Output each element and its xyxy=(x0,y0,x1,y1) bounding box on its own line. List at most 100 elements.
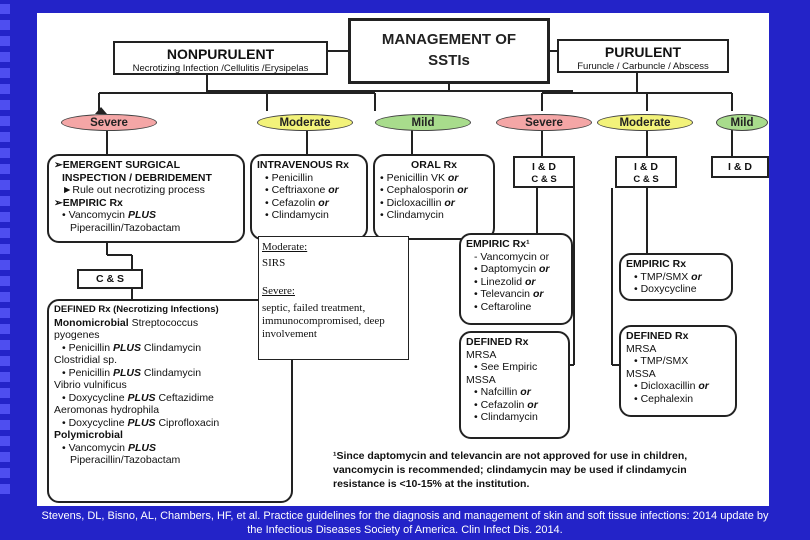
np-mod-head: INTRAVENOUS Rx xyxy=(257,159,349,171)
footnote-l2: vancomycin is recommended; clindamycin m… xyxy=(333,464,687,476)
def-np-p4b: PLUS xyxy=(127,416,156,429)
nonpurulent-subtitle: Necrotizing Infection /Cellulitis /Erysi… xyxy=(132,63,309,74)
def-mod-mssa: MSSA xyxy=(626,367,656,380)
def-p-m1: • See Empiric xyxy=(474,361,538,373)
p-moderate-id-box: I & D C & S xyxy=(615,156,677,188)
np-severe-l3: ►Rule out necrotizing process xyxy=(62,184,205,196)
def-np-p1b: PLUS xyxy=(112,341,141,354)
def-mod-head: DEFINED Rx xyxy=(626,330,689,342)
np-mod-i2b: or xyxy=(328,184,339,196)
np-mild-i1a: • Penicillin VK xyxy=(380,171,448,184)
np-cs-box: C & S xyxy=(77,269,143,289)
footnote-l1: ¹Since daptomycin and televancin are not… xyxy=(333,450,688,462)
np-mod-i3b: or xyxy=(318,196,329,209)
np-severe-l5b: PLUS xyxy=(127,209,156,221)
emp-p-i2a: • Daptomycin xyxy=(474,263,539,275)
footnote: ¹Since daptomycin and televancin are not… xyxy=(333,449,765,491)
def-np-p2a: • Penicillin xyxy=(62,366,113,379)
citation: Stevens, DL, Bisno, AL, Chambers, HF, et… xyxy=(0,509,810,537)
emp-mod-i1b: or xyxy=(691,270,702,283)
diagram-panel: MANAGEMENT OF SSTIs NONPURULENT Necrotiz… xyxy=(37,13,769,506)
np-mild-i3a: • Dicloxacillin xyxy=(380,196,445,209)
np-mild-i3b: or xyxy=(444,196,455,209)
purulent-subtitle: Furuncle / Carbuncle / Abscess xyxy=(577,61,709,72)
citation-l1: Stevens, DL, Bisno, AL, Chambers, HF, et… xyxy=(41,510,769,522)
emp-p-i4a: • Televancin xyxy=(474,288,533,300)
p-mild-id: I & D xyxy=(728,161,752,173)
def-np-clos: Clostridial sp. xyxy=(54,354,118,366)
nonpurulent-header: NONPURULENT Necrotizing Infection /Cellu… xyxy=(113,41,328,75)
def-np-p2b: PLUS xyxy=(112,366,141,379)
emp-p-i3a: • Linezolid xyxy=(474,275,525,288)
empiric-p-box: EMPIRIC Rx¹ - Vancomycin or • Daptomycin… xyxy=(459,233,573,325)
def-np-p5b: PLUS xyxy=(127,441,156,454)
np-severe-box: ➢EMERGENT SURGICAL INSPECTION / DEBRIDEM… xyxy=(47,154,245,243)
def-mod-s1a: • Dicloxacillin xyxy=(634,380,699,392)
np-mild-i4: • Clindamycin xyxy=(380,209,444,221)
defined-np-box: DEFINED Rx (Necrotizing Infections) Mono… xyxy=(47,299,293,503)
def-np-p3b: PLUS xyxy=(127,391,156,404)
emp-p-i2b: or xyxy=(538,263,550,275)
np-mild-i2b: or xyxy=(457,184,468,196)
p-moderate-cs: C & S xyxy=(633,173,659,185)
def-np-pyo: pyogenes xyxy=(54,329,100,341)
def-p-s1a: • Nafcillin xyxy=(474,386,521,398)
title-line1: MANAGEMENT OF xyxy=(381,31,517,48)
empiric-mod-box: EMPIRIC Rx • TMP/SMX or • Doxycycline xyxy=(619,253,733,301)
citation-l2: the Infectious Diseases Society of Ameri… xyxy=(247,524,563,536)
np-mod-i4: • Clindamycin xyxy=(265,209,329,221)
np-moderate-oval: Moderate xyxy=(257,114,353,131)
np-severe-l2: INSPECTION / DEBRIDEMENT xyxy=(62,171,212,184)
def-np-strep: Streptococcus xyxy=(128,316,199,329)
p-moderate-id: I & D xyxy=(634,161,658,173)
title-box: MANAGEMENT OF SSTIs xyxy=(348,18,550,84)
p-mild-oval: Mild xyxy=(716,114,768,131)
def-p-s2a: • Cefazolin xyxy=(474,398,528,411)
p-mild-id-box: I & D xyxy=(711,156,769,178)
note-moderate-label: Moderate: xyxy=(262,241,308,253)
emp-mod-i1a: • TMP/SMX xyxy=(634,270,692,283)
defined-p-box: DEFINED Rx MRSA • See Empiric MSSA • Naf… xyxy=(459,331,570,439)
def-mod-s1b: or xyxy=(698,380,709,392)
def-np-p4c: Ciprofloxacin xyxy=(155,416,220,429)
p-moderate-oval: Moderate xyxy=(597,114,693,131)
emp-p-i4b: or xyxy=(532,288,544,300)
def-p-s2b: or xyxy=(527,398,538,411)
def-np-p4a: • Doxycycline xyxy=(62,416,128,429)
def-p-mssa: MSSA xyxy=(466,373,496,386)
def-np-mono: Monomicrobial xyxy=(54,316,129,329)
np-severe-oval: Severe xyxy=(61,114,157,131)
def-np-aer: Aeromonas hydrophila xyxy=(54,404,160,416)
def-np-p1c: Clindamycin xyxy=(140,341,202,354)
note-severe-label: Severe: xyxy=(262,285,295,297)
emp-p-i5: • Ceftaroline xyxy=(474,300,532,313)
emp-mod-i2: • Doxycycline xyxy=(634,283,697,295)
def-p-head: DEFINED Rx xyxy=(466,336,529,348)
nonpurulent-title: NONPURULENT xyxy=(166,46,275,62)
np-severe-l5a: • Vancomycin xyxy=(62,209,128,221)
np-mod-i3a: • Cefazolin xyxy=(265,196,319,209)
p-severe-oval: Severe xyxy=(496,114,592,131)
defined-mod-box: DEFINED Rx MRSA • TMP/SMX MSSA • Dicloxa… xyxy=(619,325,737,417)
note-severe-text: septic, failed treatment, immunocompromi… xyxy=(262,302,385,340)
p-severe-cs: C & S xyxy=(531,173,557,185)
np-severe-l6: Piperacillin/Tazobactam xyxy=(70,221,181,234)
def-mod-m1: • TMP/SMX xyxy=(634,355,689,367)
np-moderate-box: INTRAVENOUS Rx • Penicillin • Ceftriaxon… xyxy=(250,154,368,240)
np-mod-i2a: • Ceftriaxone xyxy=(265,184,329,196)
np-mod-i1: • Penicillin xyxy=(265,171,314,184)
def-np-p6: Piperacillin/Tazobactam xyxy=(70,454,181,466)
def-p-mrsa: MRSA xyxy=(466,348,497,361)
note-moderate-text: SIRS xyxy=(262,257,286,269)
np-mild-box: ORAL Rx • Penicillin VK or • Cephalospor… xyxy=(373,154,495,240)
np-cs: C & S xyxy=(95,273,124,285)
def-p-s1b: or xyxy=(520,386,531,398)
purulent-header: PURULENT Furuncle / Carbuncle / Abscess xyxy=(557,39,729,73)
def-np-head: DEFINED Rx (Necrotizing Infections) xyxy=(54,304,219,315)
np-mild-head: ORAL Rx xyxy=(411,159,457,171)
def-np-p3c: Ceftazidime xyxy=(155,391,214,404)
footnote-l3: resistance is <10-15% at the institution… xyxy=(333,478,530,490)
def-mod-s2: • Cephalexin xyxy=(634,392,694,405)
severity-definition-note: Moderate: SIRS Severe: septic, failed tr… xyxy=(258,236,409,360)
title-line2: SSTIs xyxy=(428,52,470,69)
